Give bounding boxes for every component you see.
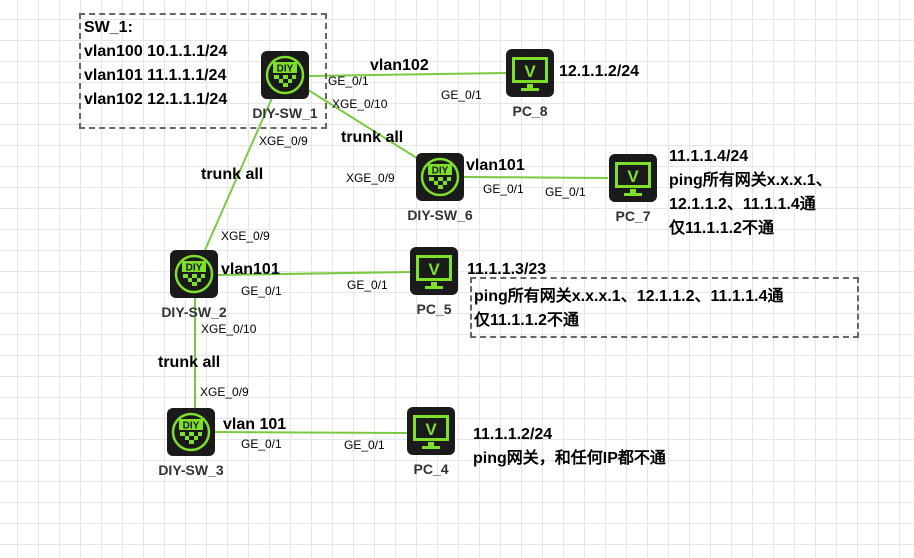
switch-sw6[interactable]: DIY [416,153,464,201]
svg-text:DIY: DIY [277,64,294,75]
port-label: XGE_0/10 [332,97,388,111]
pc-monitor-icon: V [416,255,452,289]
note-line: 仅11.1.1.2不通 [669,220,774,237]
note-line: vlan101 11.1.1.1/24 [84,67,227,84]
note-line: 12.1.1.2、11.1.1.4通 [669,196,816,213]
port-label: GE_0/1 [483,182,524,196]
switch-sw2[interactable]: DIY [170,250,218,298]
device-label: DIY-SW_1 [252,105,318,121]
port-label: GE_0/1 [344,438,385,452]
pc5-note-box [470,277,859,338]
note-line: 11.1.1.4/24 [669,148,749,165]
pc4-note: 11.1.1.2/24 ping网关，和任何IP都不通 [473,423,666,471]
switch-sw3[interactable]: DIY [167,408,215,456]
pc-monitor-icon: V [512,57,548,91]
link-label: trunk all [201,166,264,183]
switch-sw1[interactable]: DIY [261,51,309,99]
svg-text:V: V [627,167,639,186]
switch-icon: DIY [265,55,305,95]
sw1-note-box [79,13,327,129]
link-label: vlan101 [466,157,525,174]
device-label: DIY-SW_3 [158,462,224,478]
port-label: XGE_0/9 [259,134,308,148]
port-label: GE_0/1 [441,88,482,102]
link-label: vlan101 [221,261,280,278]
note-line: ping所有网关x.x.x.1、 [669,172,832,189]
link-sw1-sw2 [204,97,273,251]
device-label: DIY-SW_6 [407,207,473,223]
svg-text:V: V [524,62,536,81]
pc5-ip: 11.1.1.3/23 [467,261,547,278]
svg-text:DIY: DIY [183,421,200,432]
port-label: XGE_0/9 [346,171,395,185]
sw1-note: SW_1: vlan100 10.1.1.1/24 vlan101 11.1.1… [84,16,227,112]
pc5-note: ping所有网关x.x.x.1、12.1.1.2、11.1.1.4通 仅11.1… [474,285,783,333]
link-sw3-pc4 [213,431,409,434]
pc8-note: 12.1.1.2/24 [559,63,640,80]
note-line: SW_1: [84,19,133,36]
pc-pc5[interactable]: V [410,247,458,295]
link-sw1-pc8 [307,72,507,77]
note-line: ping网关，和任何IP都不通 [473,450,666,467]
note-line: vlan100 10.1.1.1/24 [84,43,228,60]
port-label: GE_0/1 [347,278,388,292]
device-label: PC_5 [416,301,452,317]
pc-pc8[interactable]: V [506,49,554,97]
port-label: GE_0/1 [241,437,282,451]
port-label: XGE_0/9 [221,229,270,243]
svg-text:V: V [428,260,440,279]
switch-icon: DIY [174,254,214,294]
link-sw6-pc7 [463,176,609,179]
link-label: trunk all [341,129,404,146]
pc-pc4[interactable]: V [407,407,455,455]
pc-pc7[interactable]: V [609,154,657,202]
pc-monitor-icon: V [615,162,651,196]
port-label: XGE_0/10 [201,322,257,336]
note-line: 11.1.1.2/24 [473,426,553,443]
link-sw1-sw6 [304,87,421,161]
device-label: DIY-SW_2 [161,304,227,320]
port-label: GE_0/1 [241,284,282,298]
svg-text:DIY: DIY [186,263,203,274]
link-sw2-pc5 [217,271,411,276]
device-label: PC_8 [512,103,548,119]
port-label: GE_0/1 [545,185,586,199]
note-line: vlan102 12.1.1.1/24 [84,91,228,108]
pc7-note: 11.1.1.4/24 ping所有网关x.x.x.1、 12.1.1.2、11… [669,145,832,241]
port-label: GE_0/1 [328,74,369,88]
link-label: vlan102 [370,57,429,74]
port-label: XGE_0/9 [200,385,249,399]
device-label: PC_7 [615,208,651,224]
switch-icon: DIY [171,412,211,452]
link-label: vlan 101 [223,416,287,433]
note-line: ping所有网关x.x.x.1、12.1.1.2、11.1.1.4通 [474,288,784,305]
pc-monitor-icon: V [413,415,449,449]
device-label: PC_4 [413,461,449,477]
note-line: 仅11.1.1.2不通 [474,312,579,329]
switch-icon: DIY [420,157,460,197]
link-label: trunk all [158,354,221,371]
svg-text:V: V [425,420,437,439]
svg-text:DIY: DIY [432,166,449,177]
